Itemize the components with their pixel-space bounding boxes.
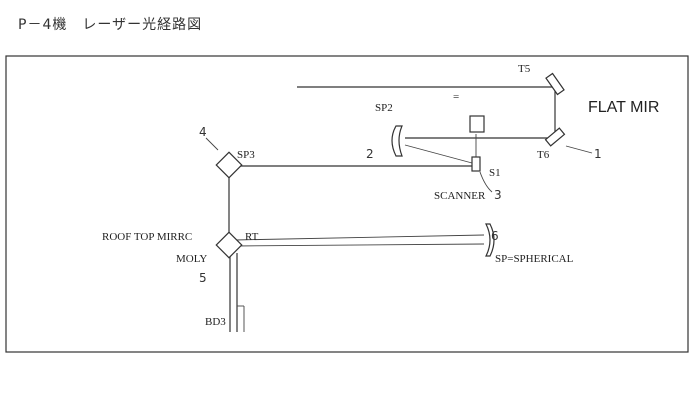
callout-6: 6 bbox=[491, 229, 499, 243]
page-title: P－4機 レーザー光経路図 bbox=[18, 17, 203, 33]
callout-1-leader bbox=[565, 145, 593, 154]
callout-3: 3 bbox=[494, 188, 502, 202]
label-moly: MOLY bbox=[176, 253, 207, 265]
callout-4-leader bbox=[205, 137, 219, 151]
label-roof-top: ROOF TOP MIRRC bbox=[102, 231, 192, 243]
callout-2: 2 bbox=[366, 147, 374, 161]
label-t6: T6 bbox=[537, 149, 550, 161]
beam-sp2-s1 bbox=[404, 144, 473, 164]
label-scanner: SCANNER bbox=[434, 190, 486, 202]
label-small-mark: = bbox=[453, 91, 459, 103]
label-sp2: SP2 bbox=[375, 102, 393, 114]
mirror-spherical bbox=[485, 223, 495, 257]
diagram-frame bbox=[5, 55, 689, 353]
label-rt: RT bbox=[245, 231, 259, 243]
label-t5: T5 bbox=[518, 63, 531, 75]
label-bd3: BD3 bbox=[205, 316, 226, 328]
mirror-sp2 bbox=[391, 125, 403, 157]
mirror-t5 bbox=[545, 72, 565, 96]
callout-3-leader bbox=[479, 171, 493, 193]
mirror-roof-top bbox=[215, 231, 243, 259]
scanner-head bbox=[469, 115, 485, 133]
callout-4: 4 bbox=[199, 125, 207, 139]
label-spherical: SP=SPHERICAL bbox=[495, 253, 574, 265]
mirror-sp3 bbox=[215, 151, 243, 179]
label-flat-mir: FLAT MIR bbox=[588, 99, 659, 116]
callout-1: 1 bbox=[594, 147, 602, 161]
label-sp3: SP3 bbox=[237, 149, 255, 161]
callout-5: 5 bbox=[199, 271, 207, 285]
scanner-s1 bbox=[471, 156, 481, 172]
label-s1: S1 bbox=[489, 167, 501, 179]
beam-rt-sp-lower bbox=[234, 243, 485, 247]
mirror-t6 bbox=[544, 127, 566, 147]
beam-rt-sp-upper bbox=[234, 234, 485, 241]
